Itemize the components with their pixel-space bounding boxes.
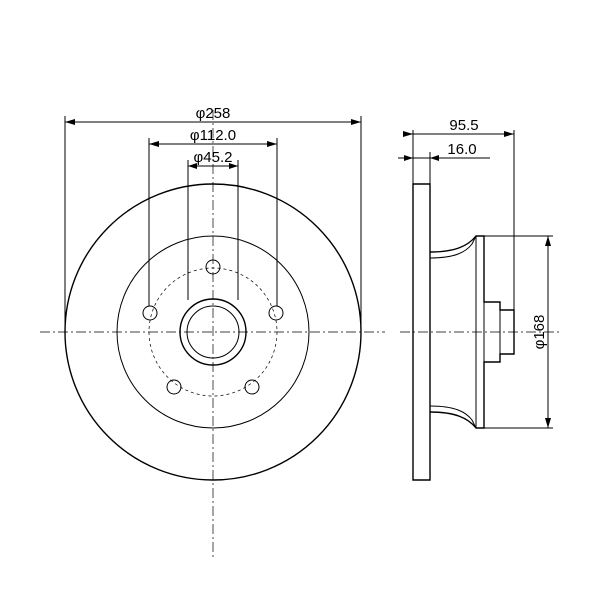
disc-plate-profile	[412, 183, 431, 481]
hub-hat-inner-top	[429, 235, 477, 259]
bolt-hole	[142, 305, 158, 321]
dim-thick-arrow-left	[404, 155, 413, 161]
dim-hub-diameter-label: φ168	[531, 315, 548, 350]
dim-thick-arrow-right	[430, 155, 439, 161]
dim-center-bore-label: φ45.2	[194, 149, 233, 166]
hub-hat-inner-bottom	[429, 405, 477, 429]
bolt-hole	[268, 305, 284, 321]
center-bore-inner	[186, 305, 240, 359]
dim-outer-diameter-label: φ258	[196, 105, 231, 122]
hub-hat-profile	[429, 235, 515, 429]
dim-bolt-circle-label: φ112.0	[190, 127, 236, 144]
dim-outer-arrow-left	[65, 119, 75, 125]
dim-disc-thickness-label: 16.0	[447, 141, 476, 158]
bolt-circle	[148, 267, 278, 397]
dim-hub-arrow-top	[545, 236, 551, 246]
bolt-hole	[166, 379, 182, 395]
dim-bore-arrow-left	[188, 163, 197, 169]
dim-bolt-arrow-left	[149, 141, 159, 147]
dim-hub-arrow-bottom	[545, 418, 551, 428]
dim-height-arrow-right	[504, 131, 514, 137]
dim-bore-arrow-right	[229, 163, 238, 169]
dim-bolt-arrow-right	[267, 141, 277, 147]
dim-height-arrow-left	[403, 131, 413, 137]
friction-ring-inner-edge	[116, 235, 310, 429]
side-view: 95.5 16.0 φ168	[398, 117, 560, 481]
bolt-hole	[244, 379, 260, 395]
front-view: φ258 φ112.0 φ45.2	[40, 105, 385, 560]
dim-overall-height-label: 95.5	[449, 117, 478, 134]
dim-outer-arrow-right	[351, 119, 361, 125]
center-bore-outer	[179, 298, 247, 366]
bolt-hole	[205, 259, 221, 275]
